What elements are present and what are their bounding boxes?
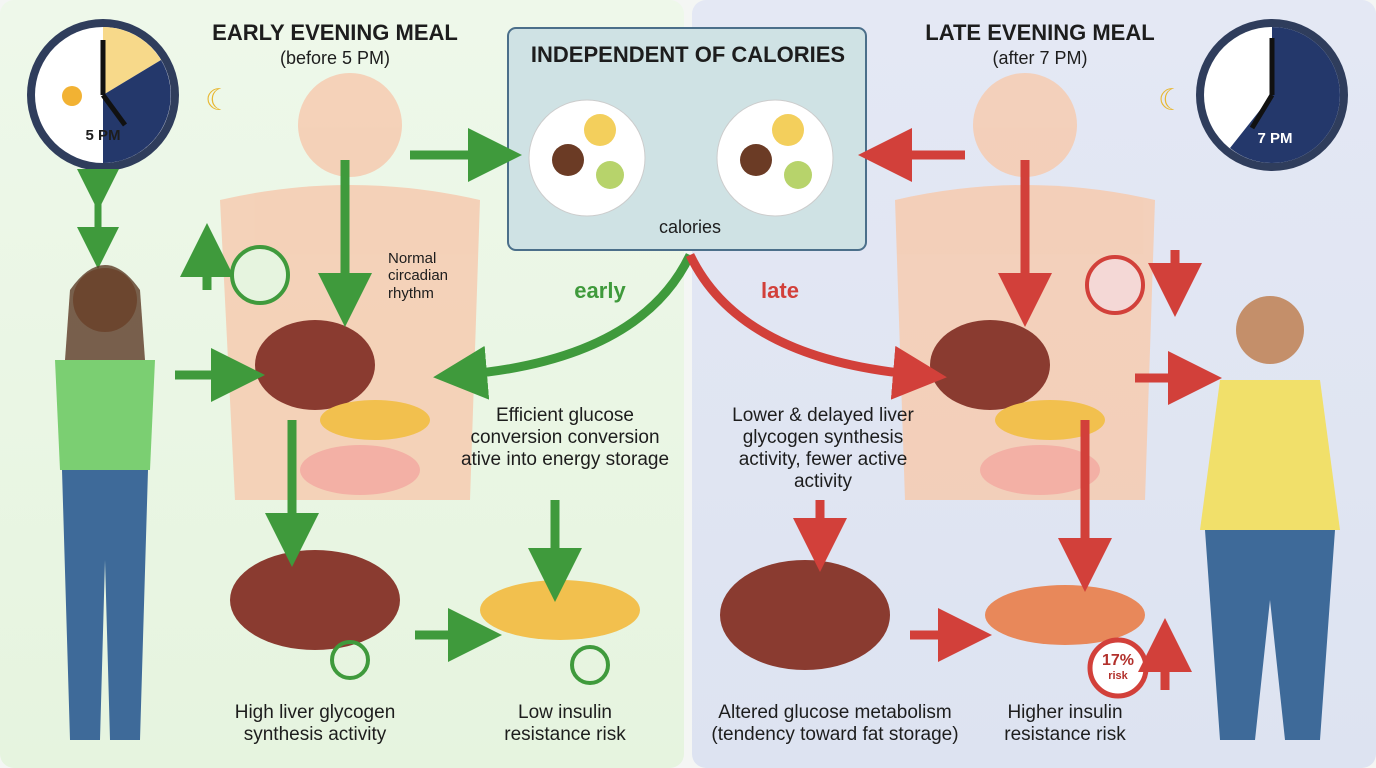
moon-icon: ☾	[1158, 84, 1185, 117]
clock-7pm-icon	[1196, 19, 1348, 171]
late-pancreas-outcome: Higher insulin resistance risk	[1004, 702, 1126, 745]
clock-5pm-icon	[27, 19, 179, 171]
late-meal-title: LATE EVENING MEAL	[925, 20, 1155, 45]
woman-slim	[55, 265, 155, 740]
plate-icon	[716, 99, 834, 217]
early-meal-subtitle: (before 5 PM)	[279, 48, 391, 68]
plate-icon	[528, 99, 646, 217]
late-meal-subtitle: (after 7 PM)	[992, 48, 1088, 68]
circadian-note: Normal circadian rhythm	[388, 250, 449, 302]
risk-label: risk	[1108, 670, 1128, 682]
moon-icon: ☾	[205, 84, 232, 117]
clock-label-5pm: 5 PM	[85, 127, 121, 144]
early-process-text: Efficient glucose conversion conversion …	[460, 405, 670, 470]
early-path-label: early	[574, 278, 626, 303]
dna-icon	[1085, 255, 1145, 315]
early-meal-title: EARLY EVENING MEAL	[212, 20, 458, 45]
late-process-text: Lower & delayed liver glycogen synthesis…	[732, 405, 914, 492]
clock-label-7pm: 7 PM	[1257, 130, 1293, 147]
early-liver-outcome: High liver glycogen synthesis activity	[234, 702, 396, 745]
center-title: INDEPENDENT OF CALORIES	[530, 42, 846, 67]
late-liver-outcome: Altered glucose metabolism (tendency tow…	[711, 702, 959, 745]
risk-value: 17%	[1101, 652, 1135, 669]
dna-icon	[230, 245, 290, 305]
calories-caption: calories	[658, 217, 722, 237]
early-pancreas-outcome: Low insulin resistance risk	[504, 702, 626, 745]
late-path-label: late	[761, 278, 799, 303]
woman-heavier	[1200, 296, 1340, 740]
